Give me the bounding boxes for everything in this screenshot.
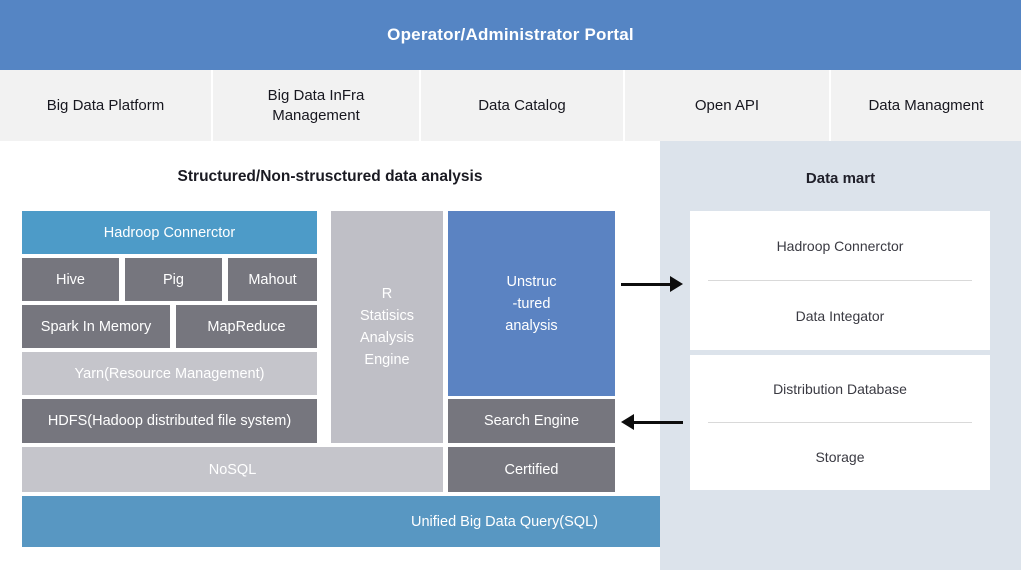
block-hive: Hive: [22, 258, 119, 301]
block-certified: Certified: [448, 447, 615, 492]
block-pig: Pig: [125, 258, 222, 301]
block-hdfs: HDFS(Hadoop distributed file system): [22, 399, 317, 443]
datamart-card-database-storage: Distribution Database Storage: [690, 355, 990, 490]
card-label-storage: Storage: [815, 448, 865, 465]
portal-title: Operator/Administrator Portal: [387, 25, 634, 44]
tab-big-data-platform[interactable]: Big Data Platform: [0, 70, 211, 141]
tab-data-managment[interactable]: Data Managment: [831, 70, 1021, 141]
block-yarn: Yarn(Resource Management): [22, 352, 317, 395]
block-spark-in-memory: Spark In Memory: [22, 305, 170, 348]
card-divider: [708, 422, 972, 423]
block-hadroop-connector: Hadroop Connerctor: [22, 211, 317, 254]
card-label-hadroop-connector: Hadroop Connerctor: [776, 237, 904, 254]
datamart-panel: Data mart Hadroop Connerctor Data Intega…: [660, 141, 1021, 570]
block-unstructured-analysis: Unstruc -tured analysis: [448, 211, 615, 396]
card-divider: [708, 280, 972, 281]
datamart-title: Data mart: [805, 170, 876, 187]
tab-big-data-infra-management[interactable]: Big Data InFra Management: [213, 70, 419, 141]
block-mapreduce: MapReduce: [176, 305, 317, 348]
arrow-left-icon: [621, 414, 683, 430]
block-nosql: NoSQL: [22, 447, 443, 492]
card-label-distribution-database: Distribution Database: [773, 380, 907, 397]
card-label-data-integator: Data Integator: [795, 307, 885, 324]
arrow-right-icon: [621, 276, 683, 292]
tab-open-api[interactable]: Open API: [625, 70, 829, 141]
tab-data-catalog[interactable]: Data Catalog: [421, 70, 623, 141]
tab-row: Big Data Platform Big Data InFra Managem…: [0, 70, 1021, 141]
block-r-statistics-analysis-engine: R Statisics Analysis Engine: [331, 211, 443, 443]
block-search-engine: Search Engine: [448, 399, 615, 443]
datamart-card-connector-integrator: Hadroop Connerctor Data Integator: [690, 211, 990, 350]
analysis-section-title: Structured/Non-strusctured data analysis: [177, 168, 483, 185]
portal-header: Operator/Administrator Portal: [0, 0, 1021, 70]
block-mahout: Mahout: [228, 258, 317, 301]
